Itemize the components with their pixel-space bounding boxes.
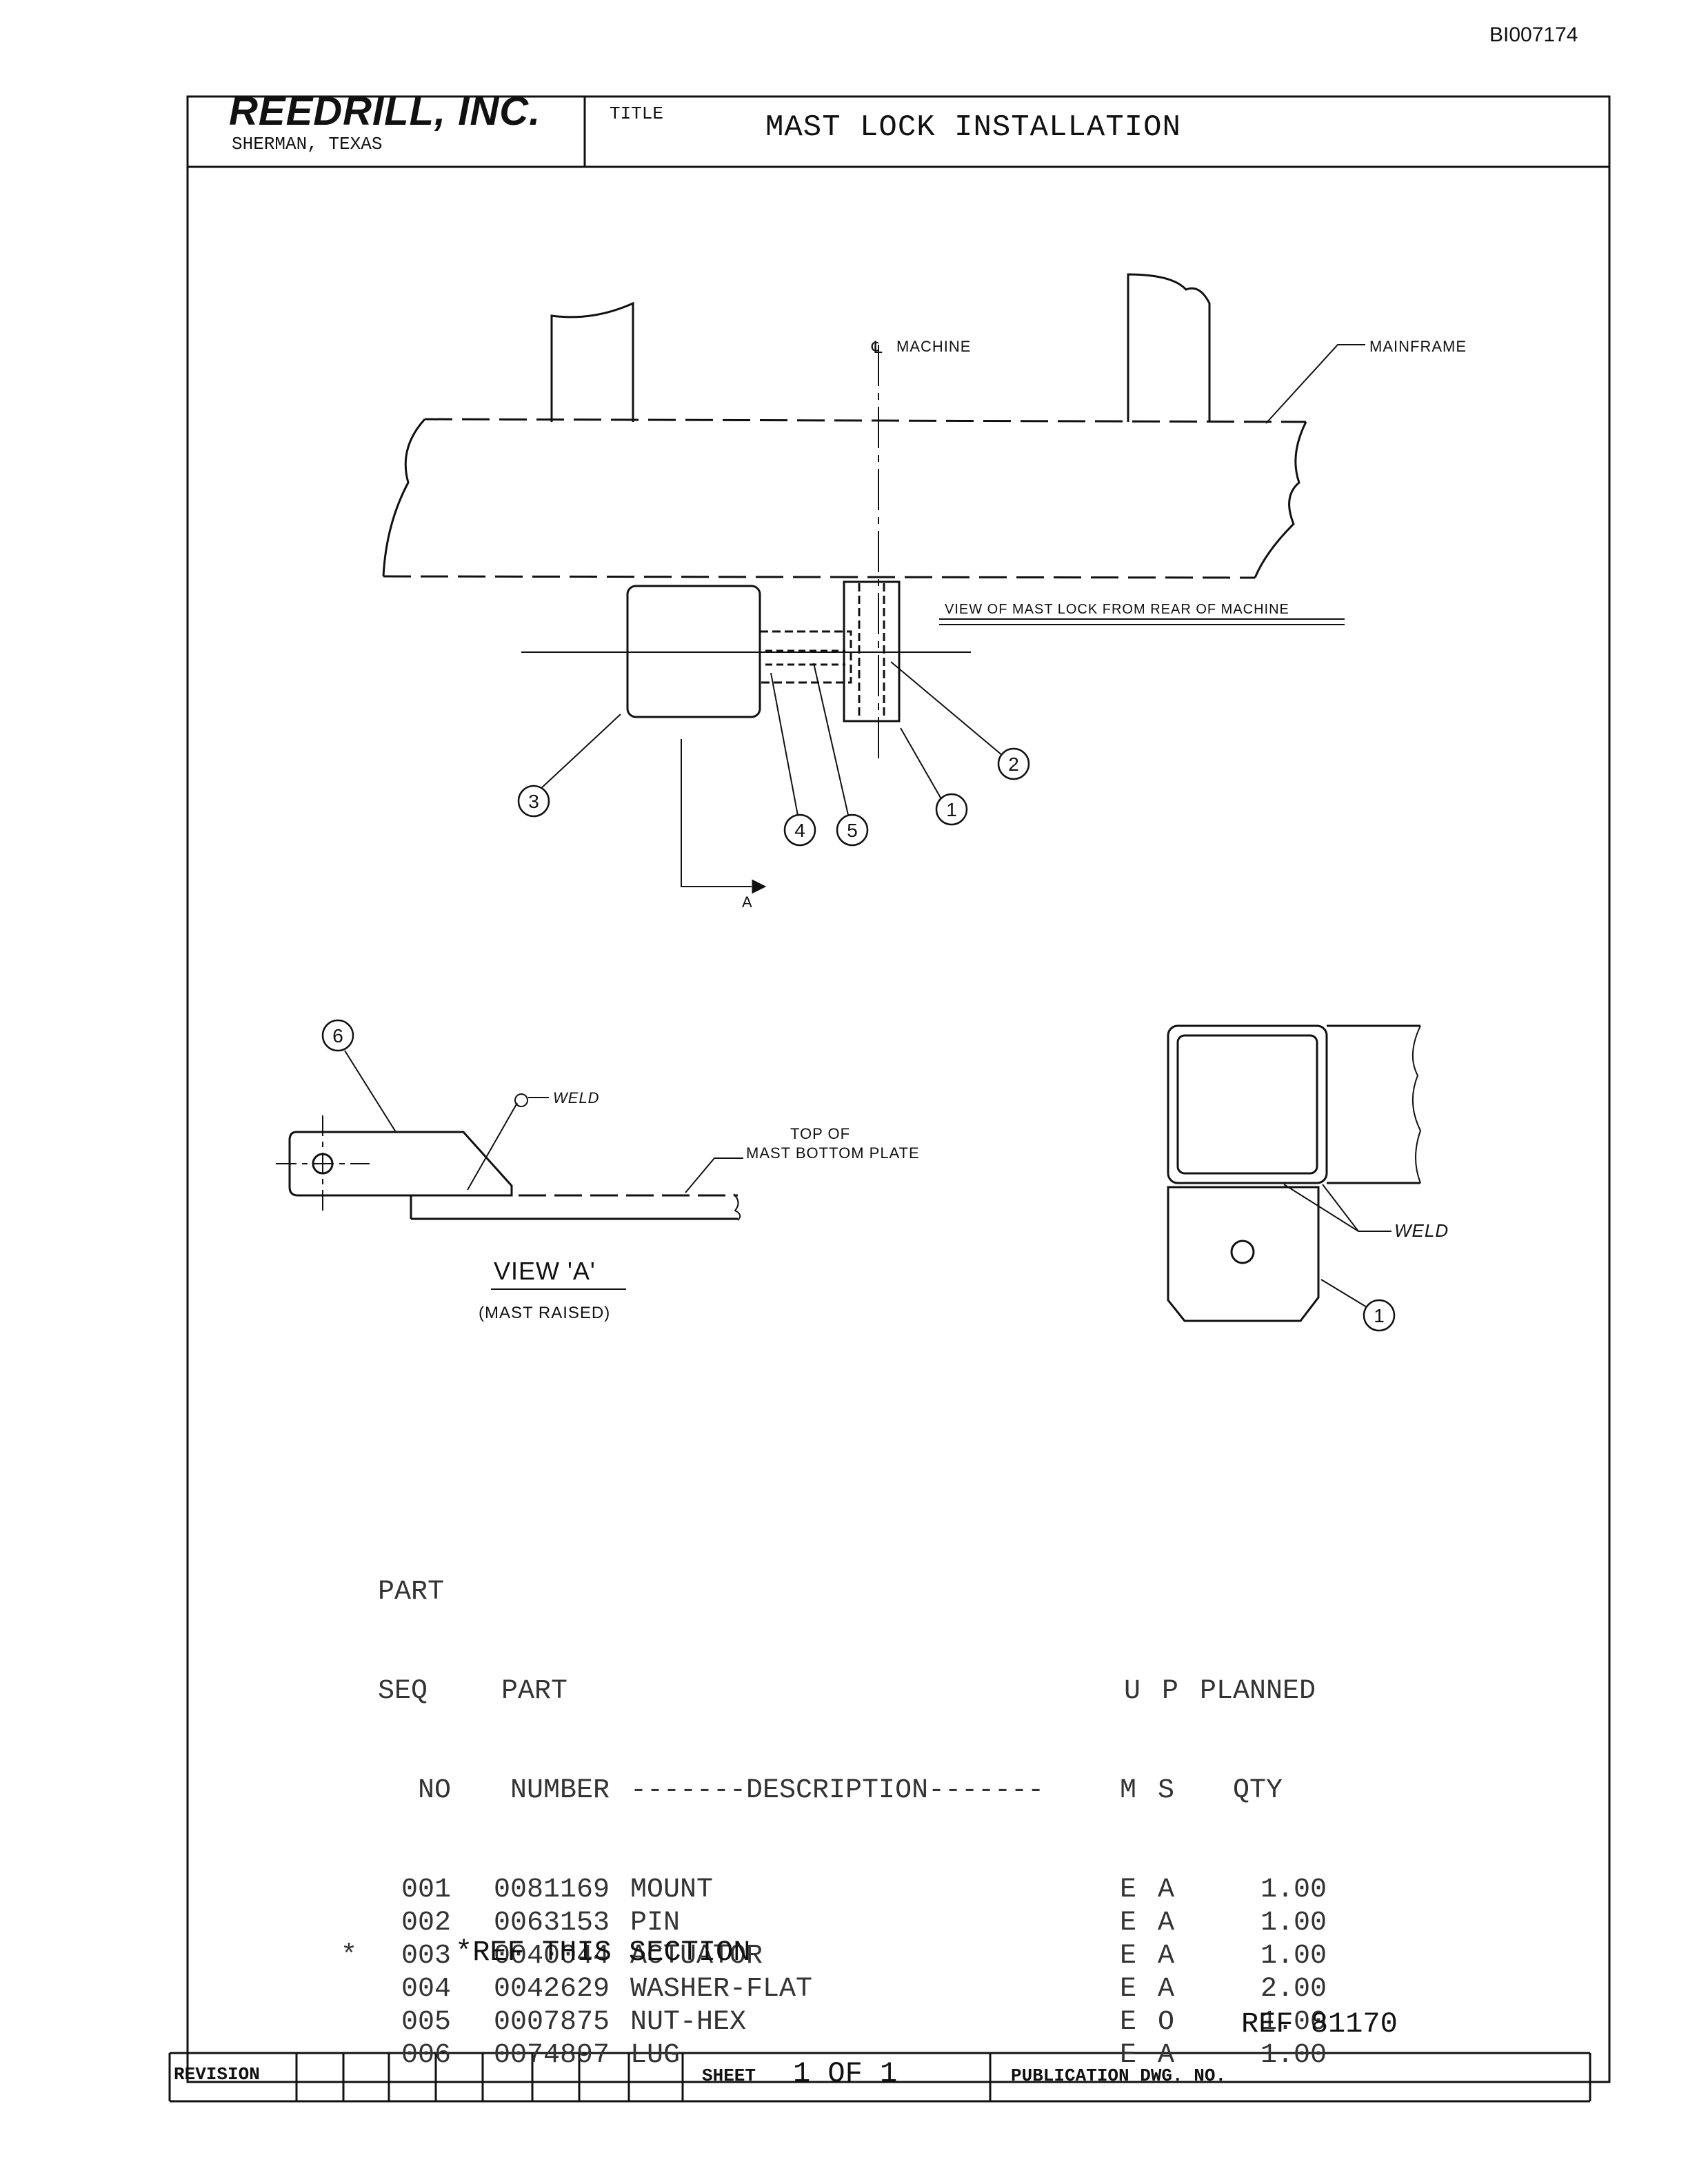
- part-description: WASHER-FLAT: [630, 1974, 813, 2005]
- part-seq: 002: [401, 1908, 451, 1939]
- part-ps: A: [1158, 2040, 1175, 2071]
- callout-3-label: 3: [528, 791, 539, 812]
- ref-section-note: *REF THIS SECTION: [455, 1936, 751, 1969]
- view-a-title: VIEW 'A': [494, 1257, 596, 1285]
- parts-header-row-1: PART: [378, 1577, 445, 1608]
- parts-list: PART SEQ PART U P PLANNED NO NUMBER ----…: [341, 1510, 1364, 2105]
- part-number: 0081169: [493, 1874, 610, 1905]
- part-seq: 004: [401, 1974, 451, 2005]
- company-location: SHERMAN, TEXAS: [232, 134, 383, 154]
- parts-header-row-3: NO NUMBER -------DESCRIPTION------- M S …: [417, 1775, 1283, 1806]
- part-qty: 1.00: [1260, 1874, 1327, 1905]
- callout-3: [517, 785, 550, 818]
- part-qty: 1.00: [1260, 2007, 1327, 2038]
- mount-detail: [1167, 1024, 1422, 1322]
- rear-view: [382, 273, 1365, 894]
- publication-label: PUBLICATION DWG. NO.: [1011, 2065, 1227, 2086]
- part-qty: 1.00: [1260, 1941, 1327, 1972]
- title-label: TITLE: [610, 103, 664, 124]
- part-ps: A: [1158, 1908, 1175, 1939]
- label-weld-2: WELD: [1394, 1220, 1449, 1241]
- callout-6: [321, 1019, 354, 1052]
- part-description: LUG: [630, 2040, 681, 2071]
- label-section-arrow: A: [742, 893, 753, 911]
- part-um: E: [1120, 1974, 1137, 2005]
- svg-text:1: 1: [946, 799, 957, 820]
- svg-text:2: 2: [1008, 754, 1019, 775]
- part-qty: 2.00: [1260, 1974, 1327, 2005]
- revision-label: REVISION: [174, 2064, 260, 2085]
- sheet-number: 1 OF 1: [793, 2057, 898, 2090]
- drawing-title: MAST LOCK INSTALLATION: [765, 110, 1181, 145]
- part-number: 0042629: [493, 1974, 610, 2005]
- svg-text:1: 1: [1374, 1305, 1385, 1326]
- document-id: BI007174: [1489, 23, 1578, 46]
- callout-1b: [1363, 1299, 1396, 1332]
- svg-text:5: 5: [847, 820, 858, 841]
- part-seq: 005: [401, 2007, 451, 2038]
- part-ps: A: [1158, 1941, 1175, 1972]
- sheet-border: [186, 95, 1611, 2083]
- ref-drawing-number: REF 81170: [1241, 2008, 1398, 2041]
- part-number: 0007875: [493, 2007, 610, 2038]
- svg-text:6: 6: [332, 1025, 343, 1046]
- part-um: E: [1120, 1908, 1137, 1939]
- part-um: E: [1120, 1874, 1137, 1905]
- label-weld-1: WELD: [553, 1089, 600, 1106]
- part-qty: 1.00: [1260, 2040, 1327, 2071]
- part-um: E: [1120, 2007, 1137, 2038]
- part-number: 0063153: [493, 1908, 610, 1939]
- part-ps: A: [1158, 1874, 1175, 1905]
- label-machine: MACHINE: [896, 338, 971, 355]
- part-description: NUT-HEX: [630, 2007, 747, 2038]
- label-top-of-1: TOP OF: [790, 1125, 850, 1142]
- label-top-of-2: MAST BOTTOM PLATE: [746, 1144, 920, 1162]
- label-view-caption: VIEW OF MAST LOCK FROM REAR OF MACHINE: [945, 602, 1289, 617]
- callout-4: [783, 813, 816, 847]
- callout-1a: [935, 793, 968, 826]
- part-seq: 001: [401, 1874, 451, 1905]
- part-ref: *: [341, 1941, 358, 1972]
- view-a-subtitle: (MAST RAISED): [479, 1304, 610, 1322]
- company-name: REEDRILL, INC.: [229, 89, 541, 134]
- part-number: 0040044: [493, 1941, 610, 1972]
- view-a: [276, 1050, 743, 1290]
- part-seq: 006: [401, 2040, 451, 2071]
- part-number: 0074897: [493, 2040, 610, 2071]
- callout-2: [997, 747, 1030, 780]
- part-ps: O: [1158, 2007, 1175, 2038]
- label-mainframe: MAINFRAME: [1369, 338, 1467, 355]
- part-qty: 1.00: [1260, 1908, 1327, 1939]
- svg-text:4: 4: [794, 820, 805, 841]
- sheet-label: SHEET: [702, 2065, 756, 2086]
- part-seq: 003: [401, 1941, 451, 1972]
- part-description: ACTUATOR: [630, 1941, 763, 1972]
- part-description: PIN: [630, 1908, 681, 1939]
- parts-header-row-2: SEQ PART U P PLANNED: [378, 1676, 1316, 1707]
- svg-text:℄: ℄: [871, 338, 883, 357]
- part-um: E: [1120, 1941, 1137, 1972]
- part-ps: A: [1158, 1974, 1175, 2005]
- callout-5: [836, 813, 869, 847]
- part-description: MOUNT: [630, 1874, 714, 1905]
- part-um: E: [1120, 2040, 1137, 2071]
